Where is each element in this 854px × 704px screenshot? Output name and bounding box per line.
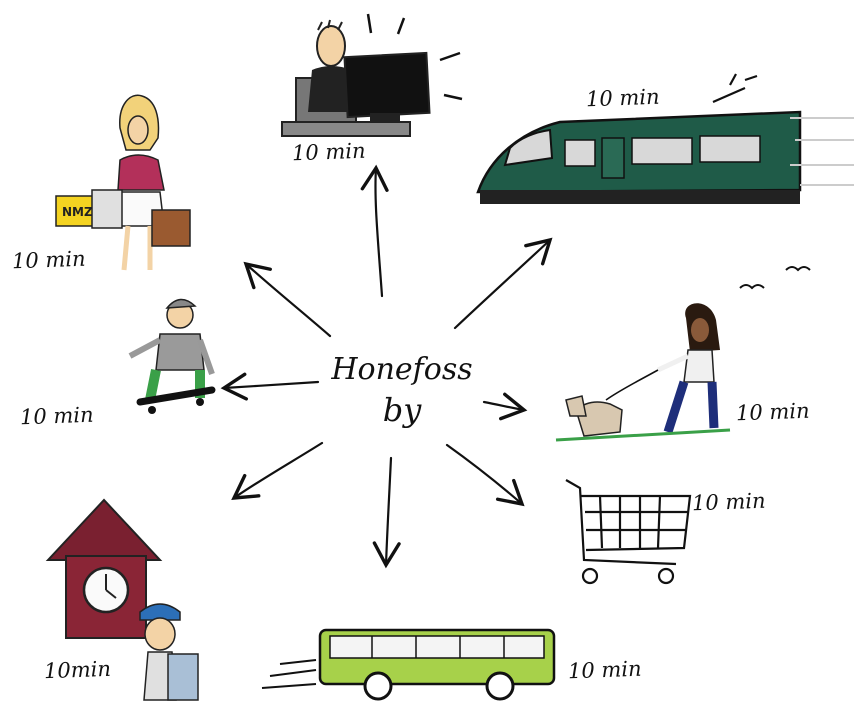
arrow-to-train: [453, 237, 553, 330]
arrow-to-grocery: [445, 443, 525, 507]
time-label-dog: 10 min: [735, 398, 810, 426]
train-icon: [476, 73, 854, 204]
time-label-train: 10 min: [585, 84, 660, 112]
center-title-line1: Honefoss: [331, 352, 473, 387]
arrow-to-school: [231, 441, 324, 500]
arrow-to-office: [360, 164, 389, 298]
dog-walker-icon: [555, 266, 811, 442]
time-label-bus: 10 min: [567, 656, 642, 684]
time-label-skate: 10 min: [19, 402, 94, 430]
center-title: Honefoss by: [327, 350, 477, 430]
office-worker-icon: [281, 13, 463, 137]
school-child-icon: [45, 498, 199, 701]
bus-icon: [261, 628, 556, 701]
svg-text:NMZ: NMZ: [62, 205, 93, 219]
shopping-cart-icon: [565, 479, 692, 585]
arrow-to-shopping: [243, 261, 332, 338]
skateboarder-icon: [128, 298, 216, 414]
time-label-shopping: 10 min: [11, 246, 86, 274]
center-title-line2: by: [382, 391, 422, 429]
shopper-icon: NMZ: [55, 94, 191, 271]
arrow-to-dog: [482, 392, 528, 421]
time-label-school: 10min: [43, 656, 112, 684]
arrow-to-skate: [220, 372, 320, 401]
time-label-grocery: 10 min: [691, 488, 766, 516]
arrow-to-bus: [372, 456, 401, 569]
time-label-office: 10 min: [291, 138, 366, 166]
